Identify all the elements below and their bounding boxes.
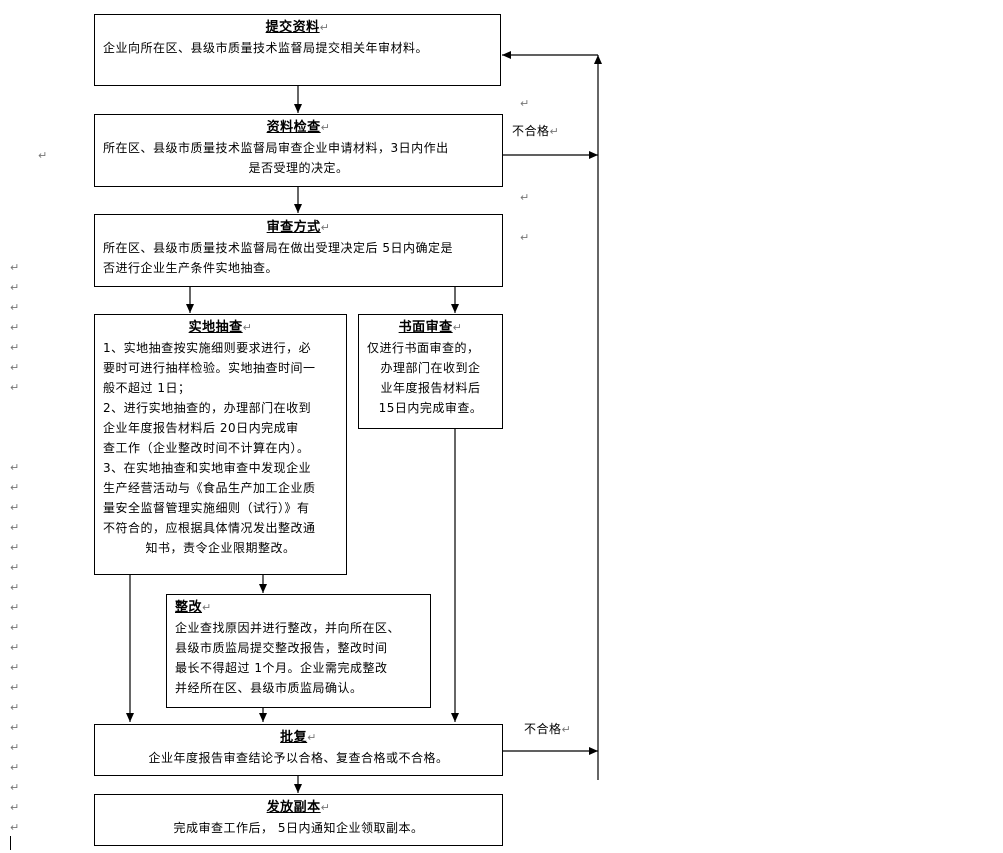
node-approve-line-1: 企业年度报告审查结论予以合格、复查合格或不合格。 — [148, 751, 449, 765]
node-rectify-line-4: 并经所在区、县级市质监局确认。 — [175, 681, 363, 695]
node-onsite-line-5: 企业年度报告材料后 20日内完成审 — [103, 421, 299, 435]
node-issue-title: 发放副本 — [266, 800, 321, 815]
node-method: 审查方式↵ 所在区、县级市质量技术监督局在做出受理决定后 5日内确定是 否进行企… — [94, 214, 503, 287]
node-written: 书面审查↵ 仅进行书面审查的， 办理部门在收到企 业年度报告材料后 15日内完成… — [358, 314, 503, 429]
node-written-line-3: 业年度报告材料后 — [380, 381, 481, 395]
paragraph-mark: ↵ — [10, 261, 20, 274]
node-approve: 批复↵ 企业年度报告审查结论予以合格、复查合格或不合格。 — [94, 724, 503, 776]
node-rectify-line-1: 企业查找原因并进行整改，并向所在区、 — [175, 621, 401, 635]
paragraph-mark: ↵ — [10, 561, 20, 574]
paragraph-mark: ↵ — [10, 821, 20, 834]
paragraph-mark: ↵ — [10, 521, 20, 534]
paragraph-mark: ↵ — [10, 681, 20, 694]
node-onsite-line-11: 知书，责令企业限期整改。 — [145, 541, 296, 555]
paragraph-mark: ↵ — [10, 721, 20, 734]
paragraph-mark: ↵ — [520, 231, 530, 244]
node-onsite: 实地抽查↵ 1、实地抽查按实施细则要求进行，必 要时可进行抽样检验。实地抽查时间… — [94, 314, 347, 575]
node-rectify-title: 整改 — [175, 600, 203, 615]
node-method-line-2: 否进行企业生产条件实地抽查。 — [103, 261, 279, 275]
paragraph-mark: ↵ — [10, 761, 20, 774]
node-written-line-1: 仅进行书面审查的， — [367, 341, 480, 355]
paragraph-mark: ↵ — [10, 381, 20, 394]
node-onsite-line-1: 1、实地抽查按实施细则要求进行，必 — [103, 341, 312, 355]
paragraph-mark: ↵ — [10, 741, 20, 754]
node-issue-line-1: 完成审查工作后， 5日内通知企业领取副本。 — [173, 821, 424, 835]
paragraph-mark: ↵ — [10, 601, 20, 614]
paragraph-mark: ↵ — [10, 661, 20, 674]
paragraph-mark: ↵ — [10, 501, 20, 514]
paragraph-mark: ↵ — [10, 321, 20, 334]
node-written-line-4: 15日内完成审查。 — [378, 401, 483, 415]
paragraph-mark: ↵ — [10, 781, 20, 794]
paragraph-mark: ↵ — [10, 281, 20, 294]
node-issue: 发放副本↵ 完成审查工作后， 5日内通知企业领取副本。 — [94, 794, 503, 846]
node-check-line-2: 是否受理的决定。 — [248, 161, 349, 175]
node-rectify: 整改↵ 企业查找原因并进行整改，并向所在区、 县级市质监局提交整改报告，整改时间… — [166, 594, 431, 708]
paragraph-mark: ↵ — [10, 641, 20, 654]
paragraph-mark: ↵ — [10, 461, 20, 474]
node-onsite-title: 实地抽查 — [188, 320, 243, 335]
node-submit-title: 提交资料 — [265, 20, 320, 35]
paragraph-mark: ↵ — [10, 801, 20, 814]
paragraph-mark: ↵ — [10, 621, 20, 634]
node-onsite-line-4: 2、进行实地抽查的，办理部门在收到 — [103, 401, 312, 415]
node-onsite-line-10: 不符合的，应根据具体情况发出整改通 — [103, 521, 316, 535]
node-check: 资料检查↵ 所在区、县级市质量技术监督局审查企业申请材料，3日内作出 是否受理的… — [94, 114, 503, 187]
node-submit: 提交资料↵ 企业向所在区、县级市质量技术监督局提交相关年审材料。 — [94, 14, 501, 86]
paragraph-mark: ↵ — [10, 341, 20, 354]
node-check-title: 资料检查 — [266, 120, 321, 135]
text-cursor[interactable] — [10, 836, 11, 850]
paragraph-mark: ↵ — [10, 481, 20, 494]
node-written-title: 书面审查 — [398, 320, 453, 335]
edge-label-check-fail: 不合格↵ — [512, 124, 560, 138]
node-onsite-line-8: 生产经营活动与《食品生产加工企业质 — [103, 481, 316, 495]
paragraph-mark: ↵ — [520, 97, 530, 110]
node-onsite-line-2: 要时可进行抽样检验。实地抽查时间一 — [103, 361, 316, 375]
node-approve-title: 批复 — [280, 730, 308, 745]
node-method-title: 审查方式 — [266, 220, 321, 235]
paragraph-mark: ↵ — [520, 191, 530, 204]
node-submit-line-1: 企业向所在区、县级市质量技术监督局提交相关年审材料。 — [103, 41, 429, 55]
node-method-line-1: 所在区、县级市质量技术监督局在做出受理决定后 5日内确定是 — [103, 241, 453, 255]
paragraph-mark: ↵ — [10, 701, 20, 714]
paragraph-mark: ↵ — [10, 541, 20, 554]
node-written-line-2: 办理部门在收到企 — [380, 361, 481, 375]
paragraph-mark: ↵ — [38, 149, 48, 162]
node-check-line-1: 所在区、县级市质量技术监督局审查企业申请材料，3日内作出 — [103, 141, 449, 155]
node-onsite-line-7: 3、在实地抽查和实地审查中发现企业 — [103, 461, 312, 475]
node-onsite-line-3: 般不超过 1日； — [103, 381, 191, 395]
node-onsite-line-6: 查工作（企业整改时间不计算在内）。 — [103, 441, 310, 455]
edge-label-approve-fail: 不合格↵ — [524, 722, 572, 736]
paragraph-mark: ↵ — [10, 361, 20, 374]
node-rectify-line-2: 县级市质监局提交整改报告，整改时间 — [175, 641, 388, 655]
node-onsite-line-9: 量安全监督管理实施细则（试行）》有 — [103, 501, 310, 515]
node-rectify-line-3: 最长不得超过 1个月。企业需完成整改 — [175, 661, 388, 675]
paragraph-mark: ↵ — [10, 581, 20, 594]
paragraph-mark: ↵ — [10, 301, 20, 314]
